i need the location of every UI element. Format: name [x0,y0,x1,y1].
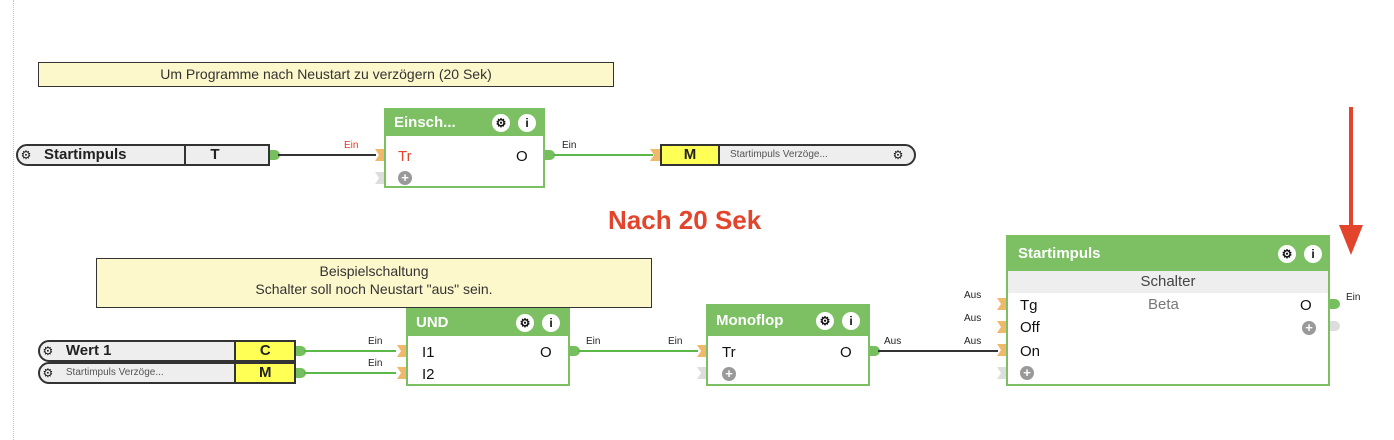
input-node-startimpuls-verzoegert[interactable]: ⚙ Startimpuls Verzöge... M [38,362,296,384]
output-connector[interactable] [545,150,555,160]
input-pin-tr: Tr [398,148,412,165]
gear-icon[interactable]: ⚙ [892,148,904,162]
input-pin-tg: Tg [1020,297,1038,314]
input-port[interactable] [375,149,385,161]
arrow-head [1339,225,1363,255]
wire-label: Ein [1346,292,1361,303]
node-tag: C [234,342,295,360]
output-pin-o: O [540,344,552,361]
block-header[interactable]: Startimpuls ⚙ i [1008,237,1328,271]
block-title: Startimpuls [1018,245,1101,262]
input-pin-on: On [1020,343,1041,360]
add-input-icon[interactable]: + [1020,366,1034,380]
input-pin-i2: I2 [422,366,435,383]
input-port-empty[interactable] [697,367,707,379]
input-node-startimpuls[interactable]: ⚙ Startimpuls T [16,144,270,166]
block-und[interactable]: UND ⚙ i I1 I2 O [406,308,570,386]
block-monoflop[interactable]: Monoflop ⚙ i Tr O + [706,304,870,386]
output-connector[interactable] [296,346,306,356]
block-header[interactable]: UND ⚙ i [408,310,568,336]
node-tag: T [184,146,244,164]
wire-label: Ein [368,358,383,369]
gear-icon[interactable]: ⚙ [42,366,54,380]
gear-icon[interactable]: ⚙ [816,312,834,330]
comment-line: Beispielschaltung [319,263,429,279]
gear-icon[interactable]: ⚙ [516,314,534,332]
wire-label: Aus [964,290,982,301]
block-subtitle: Schalter [1008,271,1328,293]
input-node-wert1[interactable]: ⚙ Wert 1 C [38,340,296,362]
input-port-empty[interactable] [997,367,1007,379]
info-icon[interactable]: i [1304,245,1322,263]
output-pin-o: O [840,344,852,361]
add-input-icon[interactable]: + [722,367,736,381]
input-port[interactable] [650,149,660,161]
wire-label: Aus [884,336,902,347]
output-pin-o: O [516,148,528,165]
wire-label: Ein [344,140,359,151]
node-name: Startimpuls [44,146,127,163]
block-title: Monoflop [716,312,784,329]
block-header[interactable]: Monoflop ⚙ i [708,306,868,336]
output-connector[interactable] [570,346,580,356]
node-name: Startimpuls Verzöge... [65,367,164,378]
input-port[interactable] [997,321,1007,333]
input-port[interactable] [997,298,1007,310]
output-connector[interactable] [870,346,880,356]
output-connector-empty[interactable] [1330,321,1340,331]
comment-top[interactable]: Um Programme nach Neustart zu verzögern … [38,62,614,87]
input-pin-tr: Tr [722,344,736,361]
canvas-border [13,0,14,440]
output-connector[interactable] [1330,299,1340,309]
input-port[interactable] [397,367,407,379]
wire-label: Ein [368,336,383,347]
gear-icon[interactable]: ⚙ [20,148,32,162]
wire [578,350,698,352]
input-port[interactable] [997,344,1007,356]
input-port-empty[interactable] [375,172,385,184]
wire [278,154,376,156]
input-port[interactable] [697,345,707,357]
info-icon[interactable]: i [842,312,860,330]
output-pin-o: O [1300,297,1312,314]
node-name: Startimpuls Verzöge... [730,149,828,160]
node-tag: M [234,364,295,382]
comment-line: Schalter soll noch Neustart "aus" sein. [255,281,493,297]
wire [304,372,396,374]
add-input-icon[interactable]: + [398,171,412,185]
block-startimpuls-schalter[interactable]: Startimpuls ⚙ i Schalter Tg Off On Beta … [1006,235,1330,386]
wire [553,154,653,156]
gear-icon[interactable]: ⚙ [492,114,510,132]
gear-icon[interactable]: ⚙ [1278,245,1296,263]
output-connector[interactable] [270,150,280,160]
output-node-startimpuls-verzoegert[interactable]: M Startimpuls Verzöge... ⚙ [660,144,916,166]
node-name: Wert 1 [65,342,112,359]
info-icon[interactable]: i [518,114,536,132]
wire [878,350,998,352]
red-arrow [1339,107,1363,255]
wire [304,350,396,352]
add-output-icon[interactable]: + [1302,321,1316,335]
wire-label: Ein [562,140,577,151]
block-title: UND [416,314,449,331]
input-pin-i1: I1 [422,344,435,361]
block-note: Beta [1148,296,1179,313]
node-tag: M [662,146,720,164]
input-port[interactable] [397,345,407,357]
block-title: Einsch... [394,114,456,131]
input-pin-off: Off [1020,319,1040,336]
annotation-text: Nach 20 Sek [608,205,762,235]
gear-icon[interactable]: ⚙ [42,344,54,358]
info-icon[interactable]: i [542,314,560,332]
wire-label: Aus [964,336,982,347]
wire-label: Ein [668,336,683,347]
comment-bottom[interactable]: Beispielschaltung Schalter soll noch Neu… [96,258,652,308]
output-connector[interactable] [296,368,306,378]
wire-label: Aus [964,313,982,324]
wire-label: Ein [586,336,601,347]
block-einsch[interactable]: Einsch... ⚙ i Tr O + [384,108,545,188]
block-header[interactable]: Einsch... ⚙ i [386,110,543,136]
